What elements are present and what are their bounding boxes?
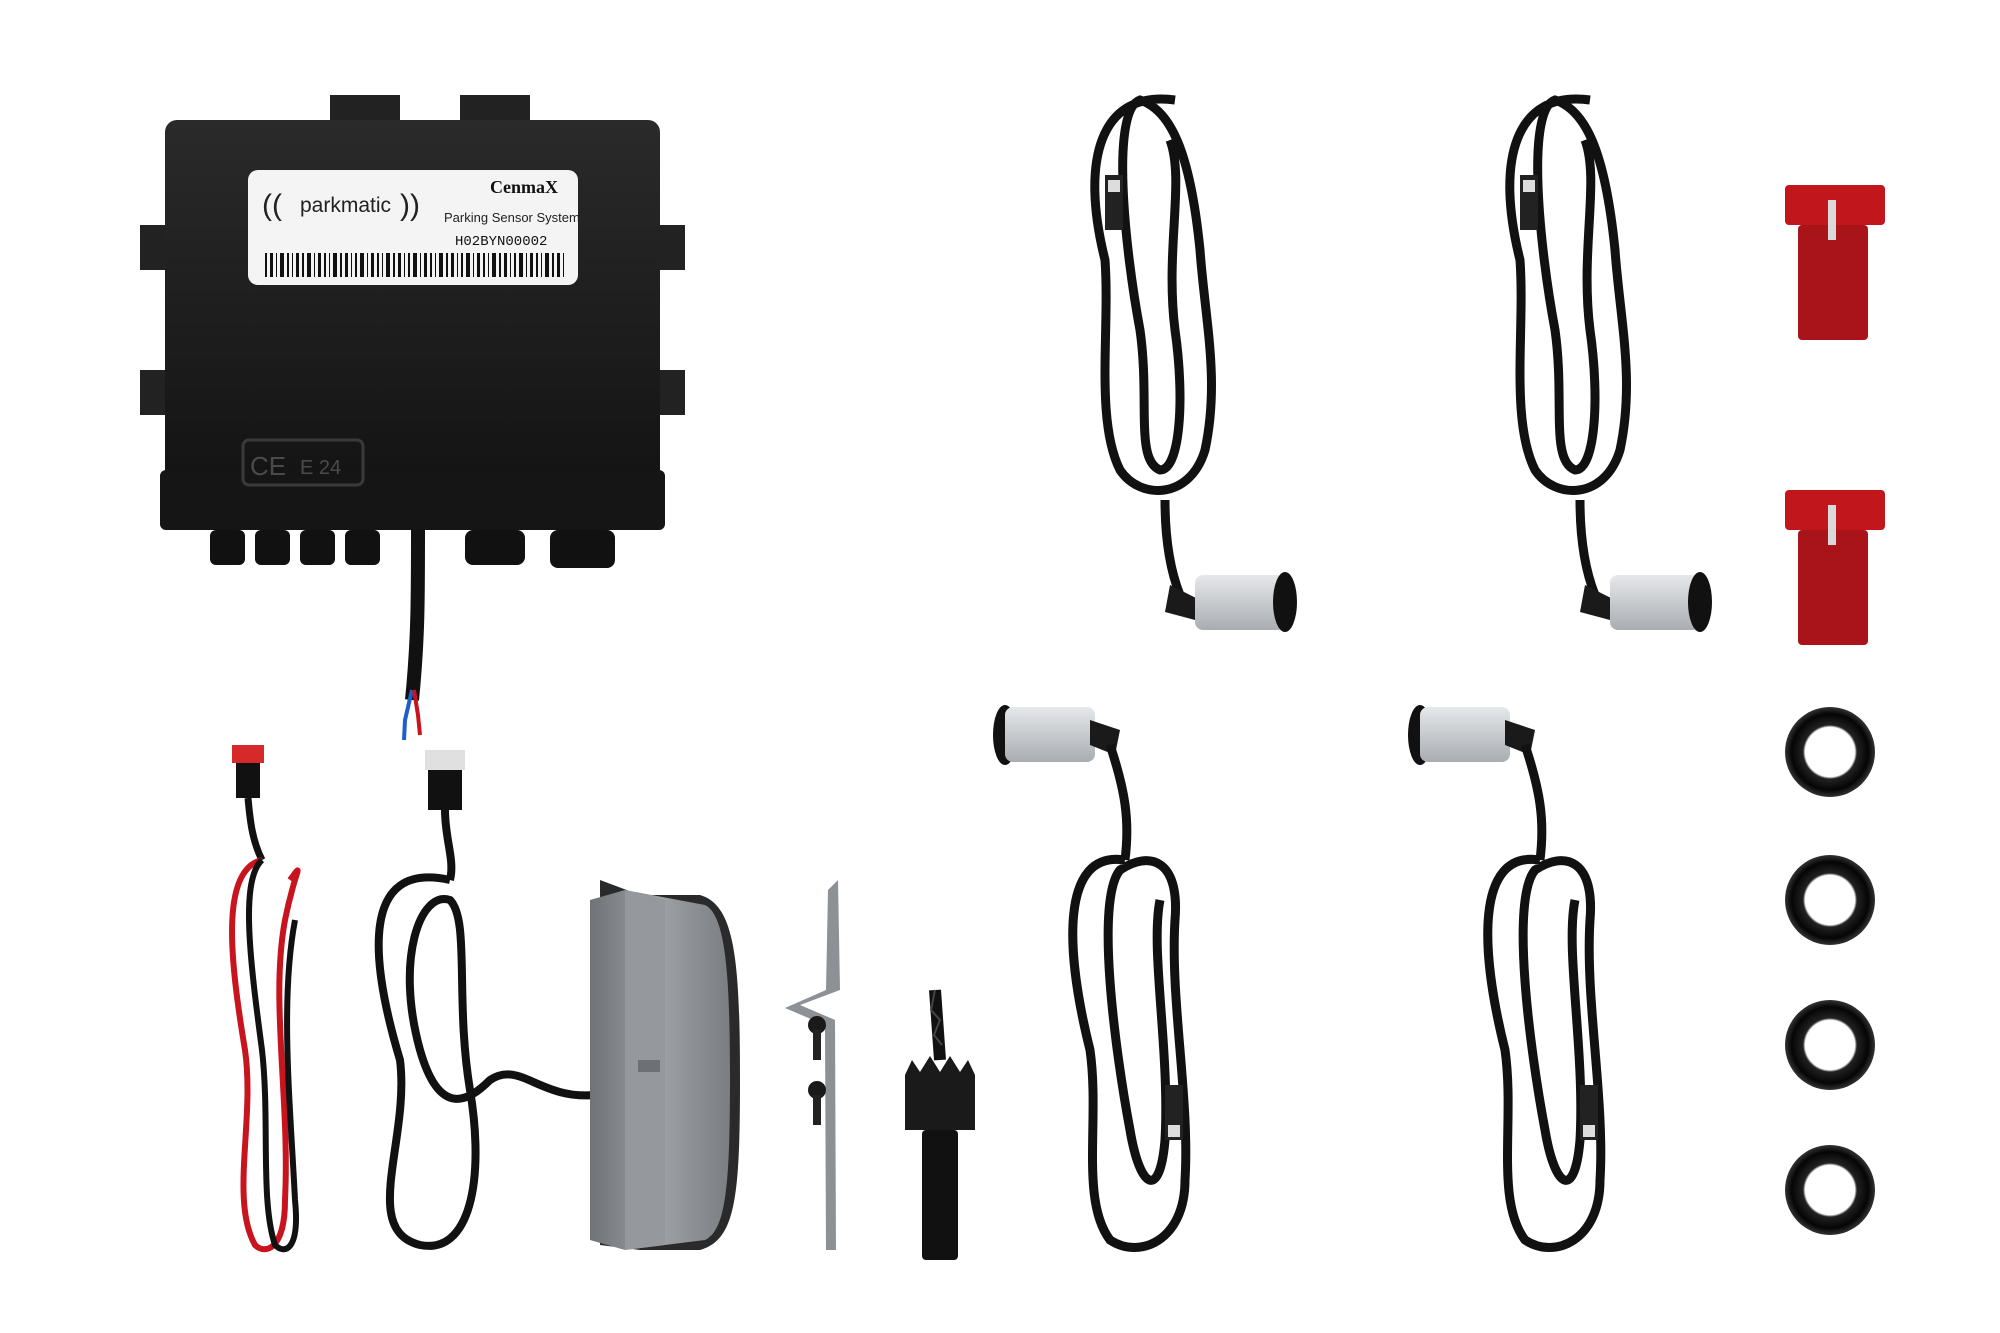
mounting-bracket	[785, 880, 840, 1250]
splice-connector-1	[1785, 185, 1885, 340]
power-lead	[229, 745, 301, 1253]
sensor-top-1	[1090, 94, 1297, 632]
sensor-bottom-2	[1408, 705, 1606, 1252]
e-mark: E 24	[300, 457, 341, 479]
splice-connector-2	[1785, 490, 1885, 645]
label-product: Parking Sensor System	[444, 210, 580, 225]
label-maker: CenmaX	[490, 177, 558, 197]
ce-mark: CE	[250, 451, 286, 481]
barcode	[265, 253, 564, 277]
display-cable	[374, 750, 596, 1250]
led-display-unit	[590, 880, 740, 1250]
sensor-bottom-1	[993, 705, 1191, 1252]
label-brand: parkmatic	[300, 194, 391, 217]
rubber-ring-1	[1785, 707, 1875, 797]
sensor-top-2	[1505, 94, 1712, 632]
rubber-ring-4	[1785, 1145, 1875, 1235]
hole-saw	[905, 989, 975, 1260]
rubber-ring-3	[1785, 1000, 1875, 1090]
label-serial: H02BYN00002	[455, 234, 547, 250]
svg-text:((: ((	[262, 189, 282, 222]
mounting-screws	[808, 1016, 826, 1125]
rubber-ring-2	[1785, 855, 1875, 945]
control-unit: parkmatic (( )) CenmaX Parking Sensor Sy…	[140, 95, 685, 741]
svg-text:)): ))	[400, 189, 420, 222]
